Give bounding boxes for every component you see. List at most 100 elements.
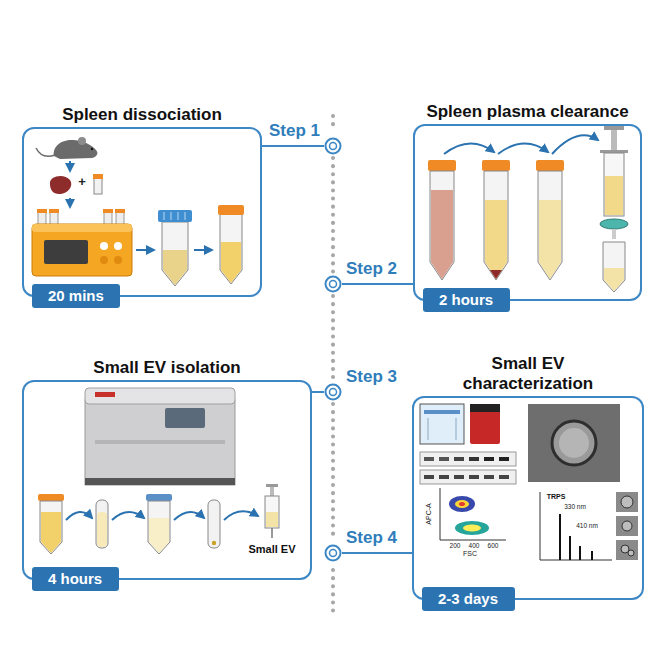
centrifuge-tube-part [539, 200, 561, 279]
transfer-arrow [444, 135, 598, 154]
process-arrow-part [194, 249, 212, 251]
product-label: Small EV [248, 543, 295, 555]
panel-heading: Spleen dissociation [26, 105, 258, 125]
western-blot-part [420, 452, 516, 466]
transfer-arrow-part [112, 512, 144, 520]
process-arrow-part [69, 161, 71, 171]
step-circle [324, 137, 342, 155]
strainer-tube-part [162, 222, 188, 286]
dissociator-machine-part [32, 224, 132, 276]
step-label: Step 4 [346, 528, 397, 548]
gel-apparatus-part [456, 418, 457, 440]
step-label: Step 1 [269, 121, 320, 141]
dissociator-machine-part [114, 242, 122, 250]
western-blot-part [454, 475, 464, 479]
step-label: Step 2 [346, 259, 397, 279]
panel-heading: Spleen plasma clearance [417, 102, 638, 122]
axis-label: FSC [463, 550, 477, 558]
step-marker: Step 3 [324, 383, 342, 401]
axis-label: 410 nm [576, 522, 598, 529]
centrifuge-tube-part [536, 160, 564, 171]
small-tube-part [93, 174, 103, 179]
timeline-extension-part [331, 116, 335, 132]
size-histogram-part [621, 496, 633, 508]
step-circle-outer [326, 546, 341, 561]
step-circle-inner [330, 143, 337, 150]
size-histogram-part [628, 550, 634, 556]
western-blot-part [424, 457, 434, 461]
step-circle-outer [326, 385, 341, 400]
duration-tab: 4 hours [32, 567, 119, 591]
sample-tubes-part [212, 541, 216, 545]
step-circle-outer [326, 277, 341, 292]
panel-heading: Small EV isolation [26, 358, 308, 378]
step-panel: Small EV characterization2-3 days [412, 396, 644, 600]
western-blot-part [499, 457, 509, 461]
mouse-icon [36, 137, 97, 159]
dissociator-machine-part [32, 224, 132, 232]
flow-cytometry-plot [440, 488, 506, 540]
timeline-segment [331, 296, 335, 380]
duration-label: 2 hours [439, 291, 494, 309]
dissociator-machine-part [115, 209, 125, 213]
transfer-arrow-part [66, 512, 92, 520]
centrifuge-tube-part [485, 200, 507, 279]
western-blot-part [469, 475, 479, 479]
strainer-tube-part [178, 212, 179, 220]
size-histogram-part [540, 492, 612, 560]
centrifuge-tube-part [430, 171, 454, 280]
western-blot-part [484, 457, 494, 461]
syringe-icon-part [265, 496, 279, 528]
dissociator-machine-part [103, 209, 113, 213]
sample-tubes-part [146, 494, 172, 501]
step-marker: Step 4 [324, 544, 342, 562]
centrifuge-tube [428, 160, 564, 280]
timeline-segment [331, 404, 335, 541]
syringe-icon-part [270, 487, 274, 496]
ultracentrifuge-part [165, 408, 205, 428]
tem-image-part [528, 404, 620, 482]
duration-tab: 2-3 days [422, 587, 515, 611]
dissociator-machine-part [37, 209, 47, 213]
sample-tubes-part [149, 518, 169, 553]
centrifuge-tube-part [484, 171, 508, 280]
sample-tubes-part [208, 500, 220, 548]
syringe-filter-part [612, 229, 616, 239]
centrifuge-tube-part [431, 190, 453, 279]
step-circle [324, 383, 342, 401]
syringe-filter-part [611, 130, 617, 150]
timeline-extension-part [331, 570, 335, 612]
size-histogram-part [569, 536, 571, 560]
conical-tube [218, 205, 244, 284]
centrifuge-tube-part [490, 270, 502, 279]
syringe-icon-part [271, 528, 273, 538]
sample-tubes-part [148, 501, 170, 554]
syringe-filter-part [603, 242, 625, 292]
step-marker: Step 1 [324, 137, 342, 155]
dissociator-machine-part [44, 240, 88, 264]
dissociator-machine-part [49, 209, 59, 213]
flow-cytometry-plot-part [459, 502, 465, 506]
sample-tubes-part [96, 500, 108, 548]
transfer-arrow [66, 511, 258, 520]
sample-tubes-part [40, 501, 62, 554]
dissociator-machine-part [50, 212, 58, 225]
axis-label: 330 nm [564, 503, 586, 510]
step-label: Step 3 [346, 367, 397, 387]
strainer-tube-part [164, 212, 165, 220]
step-circle-inner [330, 281, 337, 288]
duration-tab: 2 hours [423, 288, 510, 312]
size-histogram-part [579, 546, 581, 560]
ultracentrifuge [85, 388, 235, 485]
syringe-filter-part [605, 176, 623, 215]
syringe-filter-part [604, 153, 624, 216]
western-blot-part [484, 475, 494, 479]
ultracentrifuge-part [85, 478, 235, 485]
step-circle [324, 544, 342, 562]
timeline-extension [333, 116, 334, 612]
centrifuge-tube-part [538, 171, 562, 280]
axis-label: APC-A [425, 503, 433, 524]
transfer-arrow-part [552, 135, 598, 154]
conical-tube-part [221, 242, 241, 283]
centrifuge-tube-part [428, 160, 456, 171]
